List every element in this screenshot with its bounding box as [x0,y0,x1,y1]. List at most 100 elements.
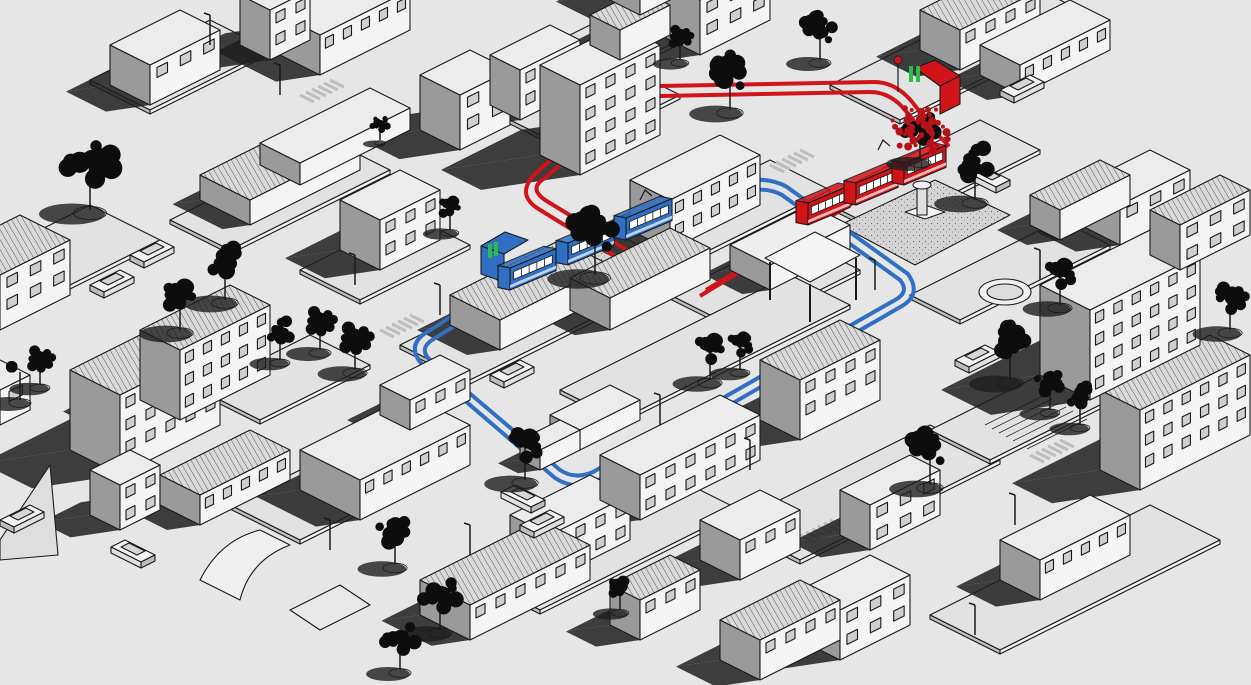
tree-icon [366,622,422,681]
window [845,379,856,396]
leaf-cluster [920,120,929,129]
tree-icon [592,575,630,620]
window [706,0,719,14]
tree-foliage [398,516,411,529]
crosswalk-stripe [769,163,785,174]
red-tram-stop-shelter[interactable] [893,55,961,115]
skate-ramp [289,584,371,631]
window [1025,0,1036,14]
tram-window-strip [513,254,553,281]
building-roof [759,319,881,381]
window [1062,549,1073,565]
car-cabin [99,272,125,286]
window [1199,403,1210,419]
tree-foliage [6,361,18,373]
lamp-arm [348,252,356,256]
tree-foliage [825,21,838,34]
window [125,436,136,453]
window [665,462,676,479]
tree-foliage [88,159,110,180]
car-cabin [1009,77,1035,91]
window [825,389,836,406]
stair-step [1012,410,1074,442]
car-body-side [110,546,142,569]
window [295,19,306,36]
street-lamp-icon [653,392,661,425]
window [1149,325,1160,341]
plaza-monument [904,180,946,220]
building [339,169,441,271]
tree-planter [374,140,386,146]
tree-shadow [652,58,689,70]
shadow [417,325,500,355]
window [405,229,416,246]
window [238,365,249,381]
crosswalk-stripe [317,84,333,95]
tree-foliage [1065,274,1077,286]
window [29,260,42,277]
crosswalk-stripe [385,325,401,336]
window [555,562,566,579]
window [846,606,859,624]
building-wall-right [699,0,771,56]
car-icon [110,539,156,569]
lamp-arm [463,522,471,526]
window [535,572,546,589]
tram-window-strip [629,204,669,231]
tram-stripe [510,265,556,288]
tree-foliage [742,334,752,343]
tree-icon [1019,369,1065,421]
tree-foliage [824,36,833,44]
tree-foliage [280,315,293,328]
car-body-side [503,366,535,389]
tree-foliage [425,582,442,599]
tree-foliage [1052,263,1065,275]
tree-foliage [34,359,45,370]
street-lamp-icon [203,12,211,45]
tree-foliage [447,583,457,593]
window [466,113,480,130]
window [1042,54,1053,70]
tree-icon [39,140,123,225]
window [725,454,736,471]
window [475,602,486,619]
window [1044,558,1055,574]
window [1186,262,1196,278]
tree-foliage [313,321,326,333]
window [1144,430,1155,446]
curb [359,244,471,305]
car-cabin [139,242,165,256]
leaf-cluster [942,128,951,137]
window [202,339,213,355]
window [805,617,816,634]
tree-foliage [744,344,754,354]
window [1113,321,1123,337]
window [1080,540,1091,556]
window [1168,293,1178,310]
tree-shadow [422,228,458,240]
tree-foliage [924,437,935,448]
tree-foliage [1043,378,1054,389]
window [685,577,696,594]
tree-foliage [47,353,57,362]
window [1236,362,1246,378]
window [1181,434,1191,450]
building-roof [339,169,441,221]
tree-foliage [392,629,408,645]
car-body-side [500,491,532,514]
tree-foliage [373,116,378,121]
window [1113,343,1123,359]
street-lamp-icon [323,517,331,550]
leaf-cluster [918,132,925,139]
street-lamp-icon [273,62,281,95]
window [525,89,536,106]
tree-foliage [519,450,533,464]
window [342,24,353,40]
tree-foliage [388,530,405,547]
window [125,392,136,409]
window [765,527,776,544]
tram-stripe [856,182,898,203]
crosswalk-stripe [1029,453,1045,464]
shadow [172,200,250,230]
